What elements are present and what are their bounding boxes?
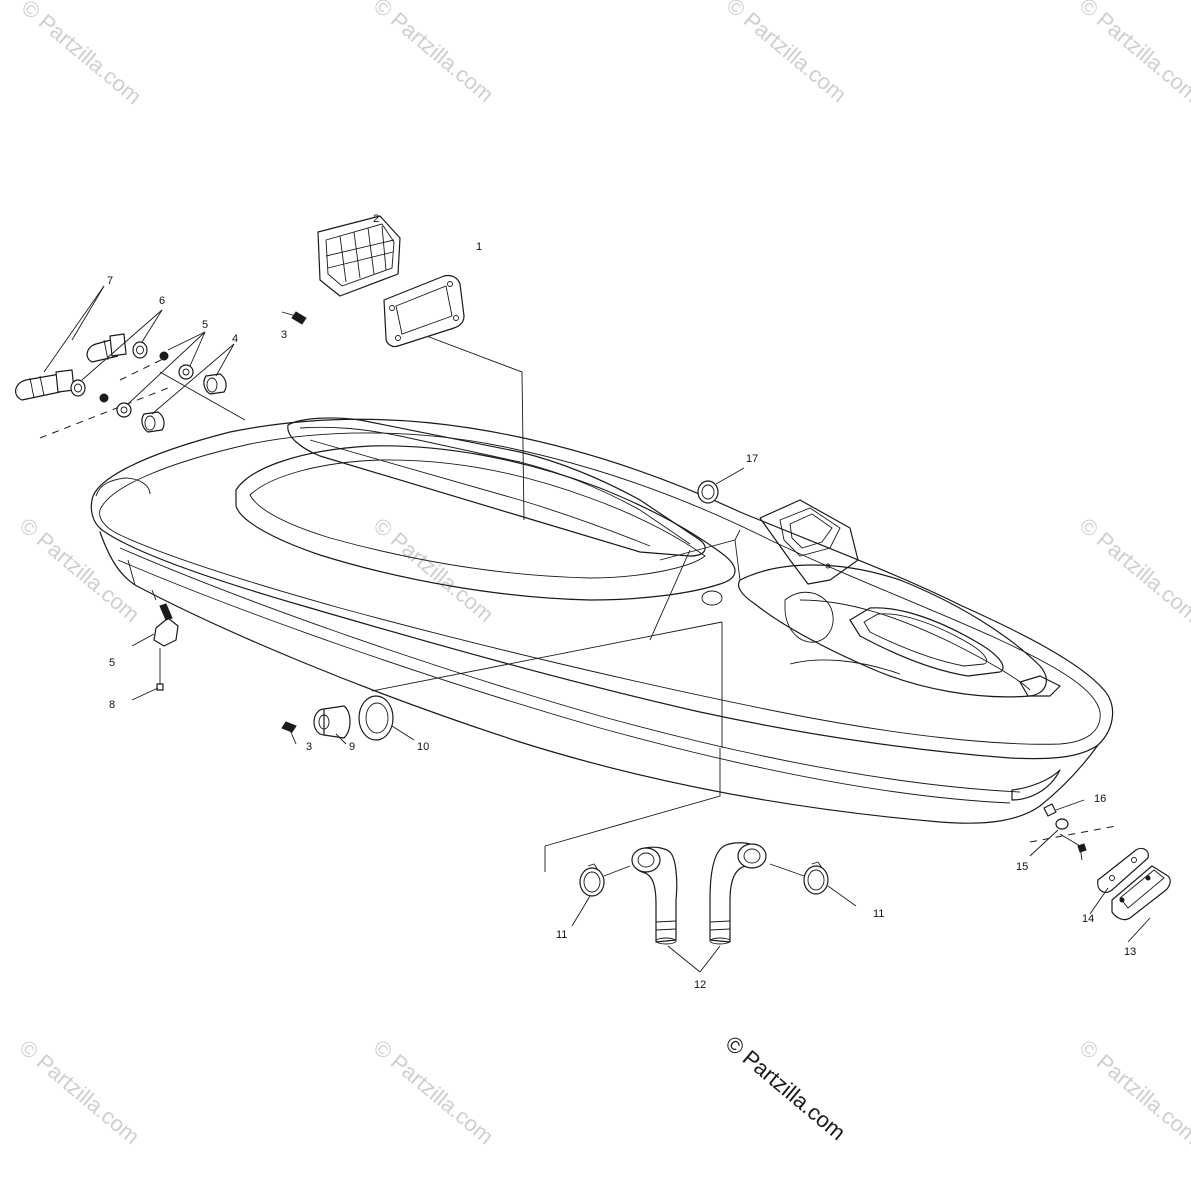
watermark-text: © Partzilla.com bbox=[1075, 0, 1191, 107]
part-plate-14 bbox=[1089, 847, 1149, 915]
part-clamp-11-left bbox=[571, 863, 631, 927]
watermark-text: © Partzilla.com bbox=[369, 0, 499, 107]
callout-13: 13 bbox=[1124, 946, 1136, 958]
part-clamps-6 bbox=[70, 341, 148, 397]
watermark-text: © Partzilla.com bbox=[15, 513, 145, 627]
part-cup-17 bbox=[697, 467, 745, 504]
callout-7: 7 bbox=[107, 275, 113, 287]
callout-17: 17 bbox=[746, 453, 758, 465]
callout-8: 8 bbox=[109, 699, 115, 711]
watermark-main: © Partzilla.com bbox=[721, 1031, 851, 1145]
watermark-text: © Partzilla.com bbox=[369, 1035, 499, 1149]
part-flange-10 bbox=[358, 695, 415, 741]
callout-11-left: 11 bbox=[556, 929, 567, 941]
callout-9: 9 bbox=[349, 741, 355, 753]
watermark-text: © Partzilla.com bbox=[1075, 513, 1191, 627]
part-elbow-pipe-right bbox=[709, 842, 767, 945]
part-intake-grate bbox=[317, 215, 401, 297]
callout-5-lower: 5 bbox=[109, 657, 115, 669]
part-hose-lower bbox=[15, 369, 75, 401]
part-clamp-11-right bbox=[769, 861, 857, 907]
part-grate-gasket bbox=[383, 274, 465, 348]
part-bolt-8 bbox=[131, 589, 164, 701]
part-elbow-pipe-left bbox=[631, 846, 678, 945]
part-hose-upper bbox=[86, 333, 127, 363]
callout-1: 1 bbox=[476, 241, 482, 253]
part-screw-3b bbox=[281, 721, 297, 745]
callout-15: 15 bbox=[1016, 861, 1028, 873]
assembly-lines bbox=[39, 325, 1117, 872]
callout-10: 10 bbox=[417, 741, 429, 753]
part-drain-housing bbox=[131, 603, 179, 647]
part-fittings-5 bbox=[99, 351, 194, 418]
callout-4: 4 bbox=[232, 333, 238, 345]
part-screw-small bbox=[1077, 843, 1087, 853]
callout-5-upper: 5 bbox=[202, 319, 208, 331]
watermark-layer: © Partzilla.com © Partzilla.com © Partzi… bbox=[15, 0, 1191, 1149]
callout-3-lower: 3 bbox=[306, 741, 312, 753]
hull-drawing bbox=[90, 417, 1114, 824]
callout-11-right: 11 bbox=[873, 908, 884, 920]
callout-leaders-12 bbox=[667, 945, 721, 973]
callout-12: 12 bbox=[694, 979, 706, 991]
callout-16: 16 bbox=[1094, 793, 1106, 805]
part-bracket-13 bbox=[1111, 865, 1171, 943]
part-screw-3a bbox=[281, 311, 307, 325]
watermark-text: © Partzilla.com bbox=[1075, 1035, 1191, 1149]
callout-6: 6 bbox=[159, 295, 165, 307]
part-washer-15 bbox=[1029, 818, 1069, 857]
callout-3-upper: 3 bbox=[281, 329, 287, 341]
part-plugs-4 bbox=[141, 373, 227, 433]
callout-2: 2 bbox=[373, 213, 379, 225]
part-nozzle-9 bbox=[313, 705, 351, 745]
callout-leaders-upper-left bbox=[43, 285, 235, 415]
callout-labels: 1 2 3 4 5 6 7 5 8 3 9 10 11 11 12 13 14 … bbox=[107, 213, 1136, 991]
watermark-text: © Partzilla.com bbox=[15, 1035, 145, 1149]
callout-14: 14 bbox=[1082, 913, 1094, 925]
part-fastener-16 bbox=[1043, 799, 1085, 817]
watermark-text: © Partzilla.com bbox=[369, 513, 499, 627]
watermark-text: © Partzilla.com bbox=[722, 0, 852, 107]
watermark-text: © Partzilla.com bbox=[17, 0, 147, 109]
